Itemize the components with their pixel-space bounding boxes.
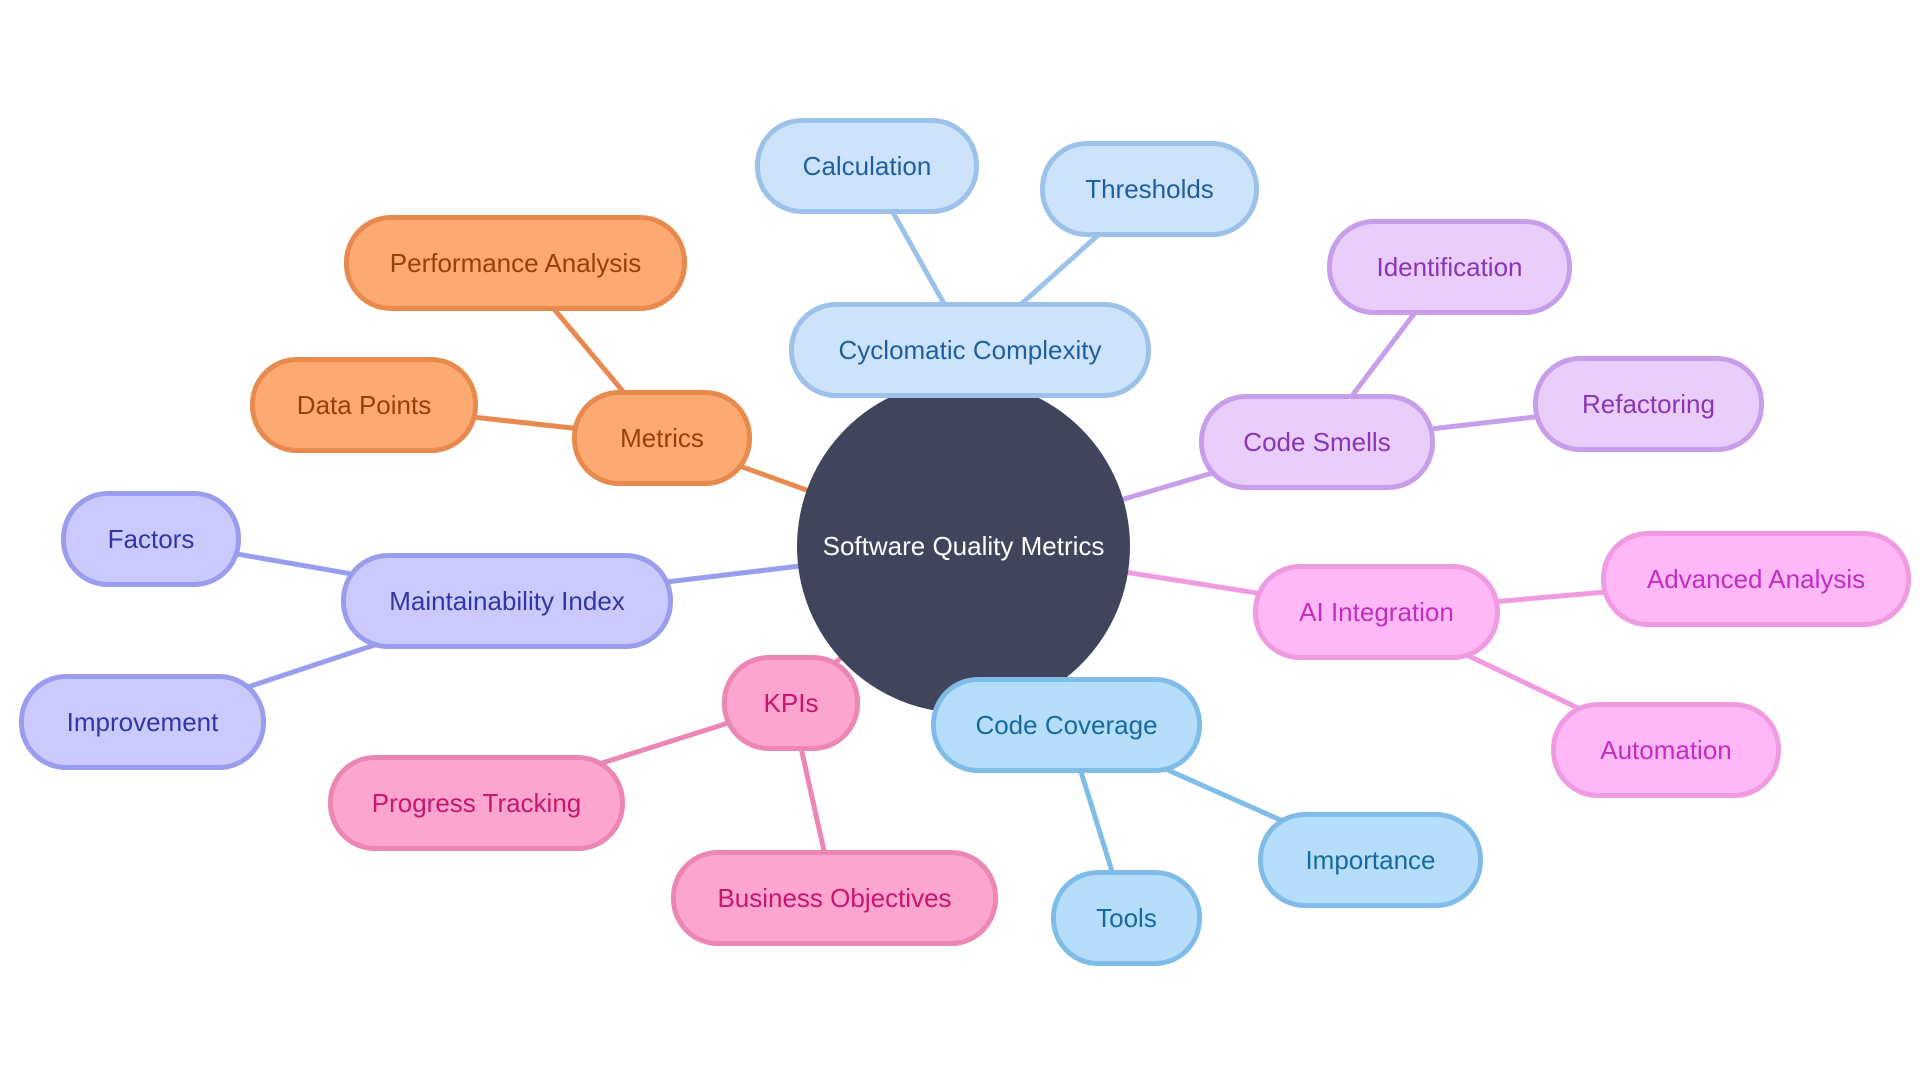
node-kpis: KPIs [722,655,860,751]
node-advanced-analysis: Advanced Analysis [1601,531,1911,627]
node-automation: Automation [1551,702,1781,798]
node-factors: Factors [61,491,241,587]
node-data-points: Data Points [250,357,478,453]
node-tools: Tools [1051,870,1202,966]
node-calculation: Calculation [755,118,979,214]
node-code-coverage: Code Coverage [931,677,1202,773]
node-importance: Importance [1258,812,1483,908]
node-progress-tracking: Progress Tracking [328,755,625,851]
node-thresholds: Thresholds [1040,141,1259,237]
node-improvement: Improvement [19,674,266,770]
node-business-objectives: Business Objectives [671,850,998,946]
node-identification: Identification [1327,219,1572,315]
node-code-smells: Code Smells [1199,394,1435,490]
node-cyclomatic-complexity: Cyclomatic Complexity [789,302,1151,398]
node-metrics: Metrics [572,390,752,486]
node-performance-analysis: Performance Analysis [344,215,687,311]
node-refactoring: Refactoring [1533,356,1764,452]
root-node: Software Quality Metrics [797,380,1130,713]
node-maintainability-index: Maintainability Index [341,553,673,649]
node-ai-integration: AI Integration [1253,564,1500,660]
